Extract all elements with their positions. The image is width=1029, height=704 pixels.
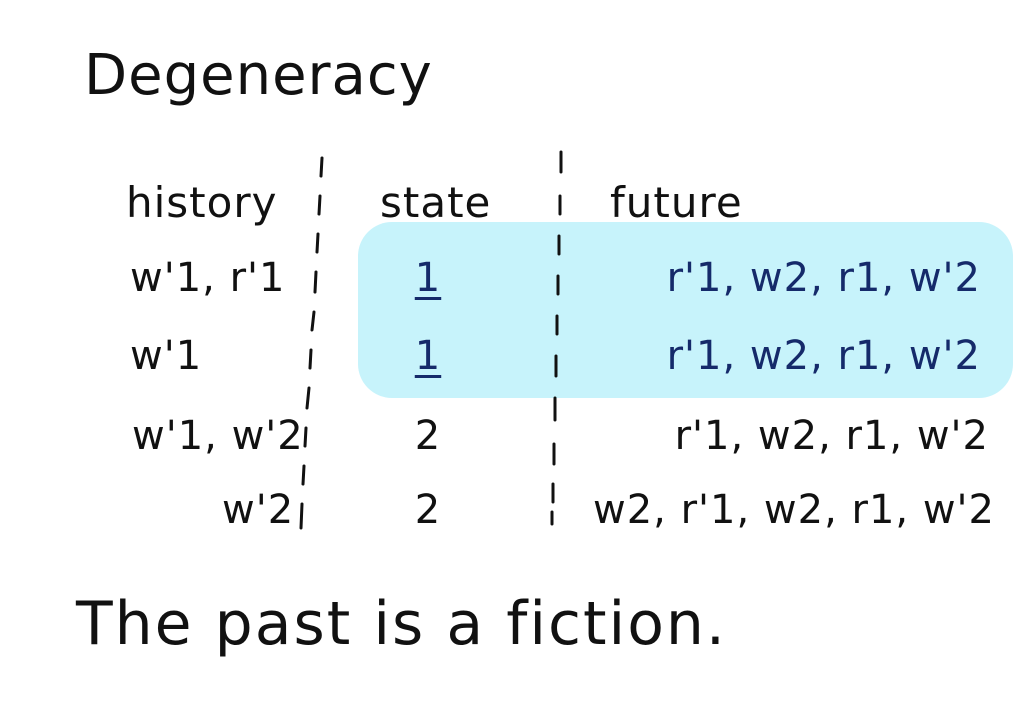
row-2-history: w'1 — [130, 333, 203, 379]
highlight-region — [358, 222, 1013, 398]
column-header-state: state — [380, 178, 492, 227]
row-1-history: w'1, r'1 — [130, 255, 286, 301]
row-3-state: 2 — [414, 413, 442, 459]
row-3-history: w'1, w'2 — [132, 413, 304, 459]
row-4-history: w'2 — [222, 487, 295, 533]
row-1-future: r'1, w2, r1, w'2 — [666, 255, 981, 301]
row-2-state: 1 — [414, 333, 442, 379]
column-header-history: history — [126, 178, 278, 227]
row-4-state: 2 — [414, 487, 442, 533]
diagram-title: Degeneracy — [84, 43, 433, 108]
row-1-state: 1 — [414, 255, 442, 301]
column-header-future: future — [610, 178, 743, 227]
divider-history-state — [299, 156, 324, 530]
row-2-future: r'1, w2, r1, w'2 — [666, 333, 981, 379]
row-4-future: w2, r'1, w2, r1, w'2 — [593, 487, 995, 533]
divider-state-future — [550, 150, 563, 526]
row-3-future: r'1, w2, r1, w'2 — [674, 413, 989, 459]
footer-caption: The past is a fiction. — [76, 589, 728, 659]
